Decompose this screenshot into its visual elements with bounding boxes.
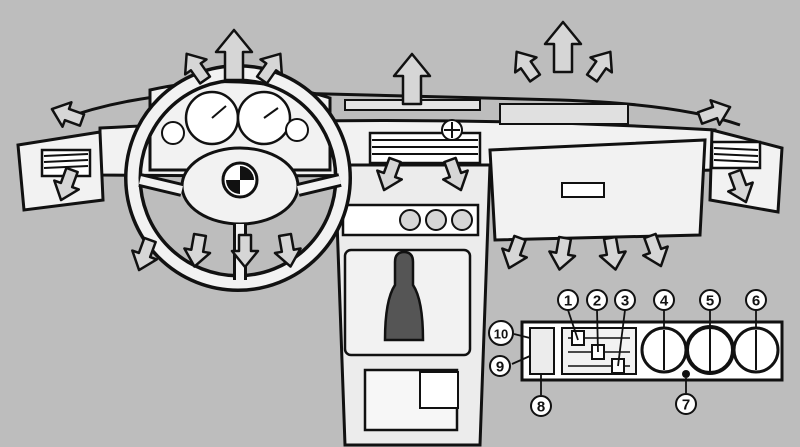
svg-text:1: 1 (564, 293, 572, 310)
svg-text:9: 9 (496, 359, 504, 376)
svg-text:4: 4 (660, 293, 669, 310)
callout-10: 10 (488, 320, 514, 346)
svg-text:6: 6 (752, 293, 760, 310)
fuel-gauge-icon (161, 121, 185, 145)
svg-text:5: 5 (706, 293, 714, 310)
callout-leaders (511, 309, 757, 395)
svg-text:10: 10 (494, 327, 508, 342)
gear-shift-lever (383, 250, 425, 342)
svg-text:8: 8 (537, 399, 545, 416)
rotary-knob-left (640, 326, 688, 374)
switch-column (529, 327, 555, 375)
svg-text:3: 3 (621, 293, 629, 310)
temp-gauge-icon (285, 118, 309, 142)
svg-text:7: 7 (682, 397, 690, 414)
brand-emblem-icon (221, 161, 259, 199)
control-panel-inset (520, 320, 784, 382)
instrument-cluster (161, 90, 309, 146)
right-vent-panel (708, 128, 784, 214)
callout-9: 9 (489, 355, 511, 377)
callout-5: 5 (699, 289, 721, 311)
glove-box-handle (561, 182, 605, 198)
callout-7: 7 (675, 393, 697, 415)
callout-4: 4 (653, 289, 675, 311)
callout-8: 8 (530, 395, 552, 417)
rotary-knob-center (685, 325, 735, 375)
console-knob-icon (451, 209, 473, 231)
callout-1: 1 (557, 289, 579, 311)
svg-text:2: 2 (593, 293, 601, 310)
console-knob-icon (399, 209, 421, 231)
rotary-knob-right (732, 326, 780, 374)
callout-6: 6 (745, 289, 767, 311)
callout-3: 3 (614, 289, 636, 311)
console-knob-icon (425, 209, 447, 231)
center-console (333, 163, 492, 447)
indicator-dot-icon (682, 370, 690, 378)
glove-box (488, 103, 707, 242)
callout-2: 2 (586, 289, 608, 311)
